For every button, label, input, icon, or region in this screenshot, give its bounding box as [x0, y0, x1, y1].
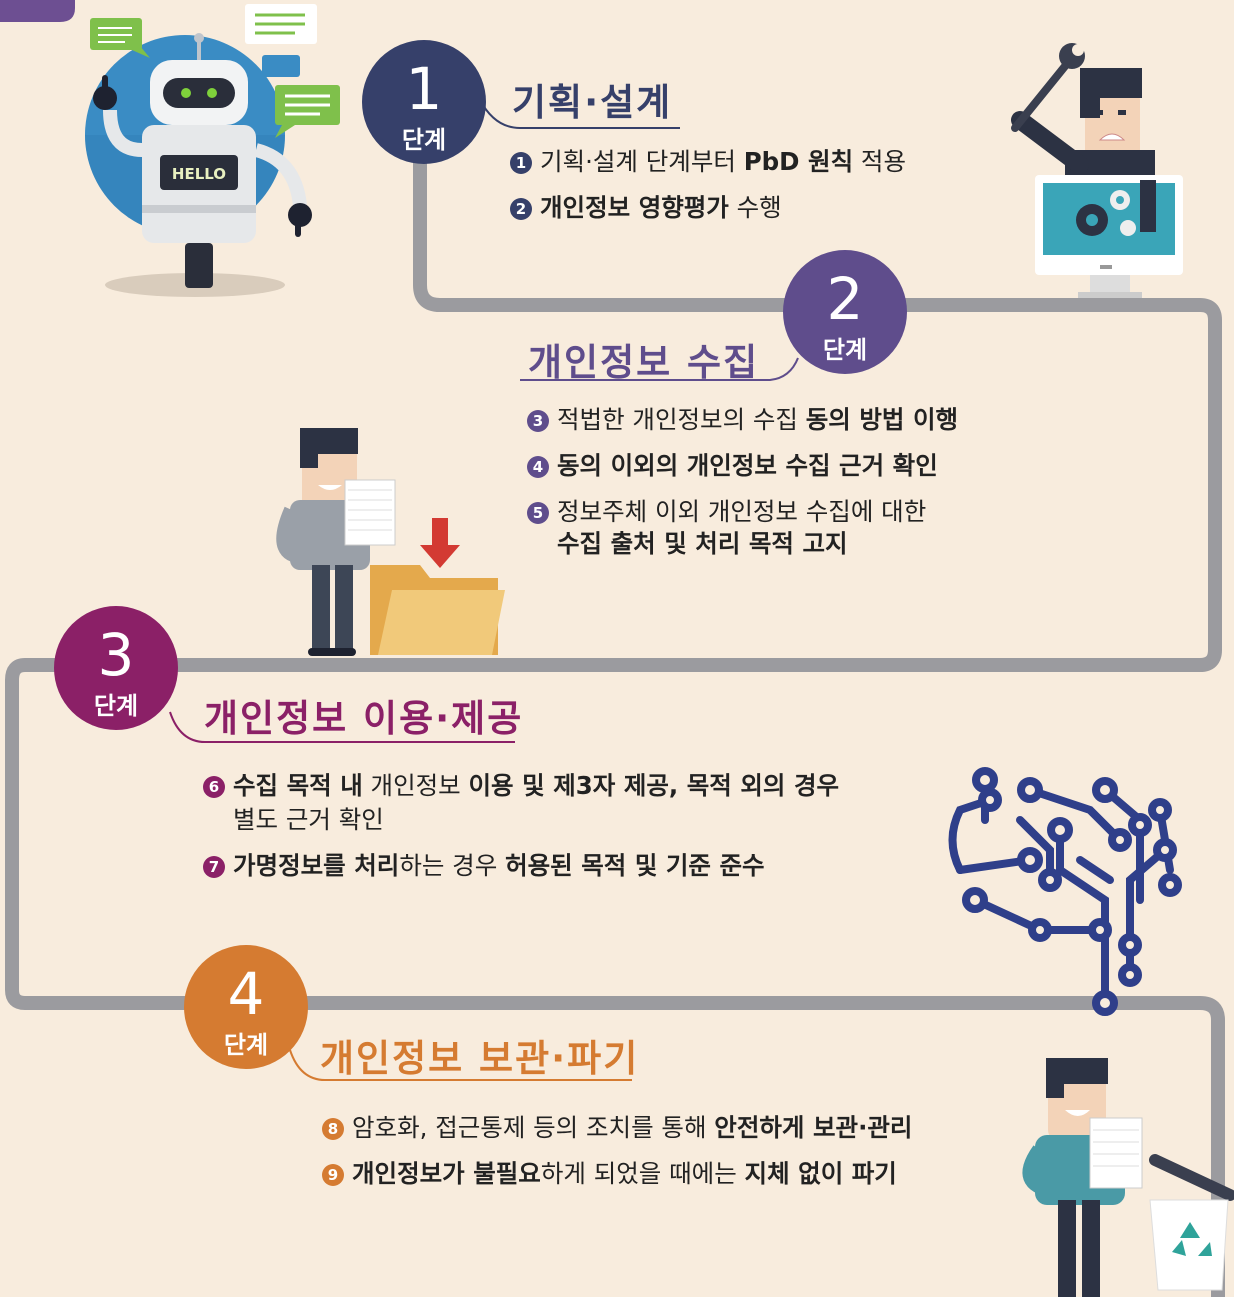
item-number-bullet: 4 [527, 456, 549, 478]
item-text-bold: 수집 출처 및 처리 목적 고지 [557, 529, 848, 558]
hello-sign: HELLO [172, 165, 226, 183]
engineer-illustration [1011, 43, 1183, 298]
stage-1-item-2: 2 개인정보 영향평가 수행 [510, 190, 782, 226]
stage-4-item-9: 9 개인정보가 불필요하게 되었을 때에는 지체 없이 파기 [322, 1156, 897, 1192]
stage-3-title: 개인정보 이용·제공 [204, 697, 524, 740]
item-text-bold: 안전하게 보관·관리 [714, 1113, 913, 1142]
item-text: 수행 [728, 193, 782, 222]
stage-3-item-6: 6 수집 목적 내 개인정보 이용 및 제3자 제공, 목적 외의 경우 [203, 768, 839, 804]
stage-3-label: 단계 [93, 692, 139, 720]
item-text: 기획·설계 단계부터 [540, 147, 744, 176]
item-number-bullet: 3 [527, 410, 549, 432]
item-text: 개인정보 [362, 771, 469, 800]
item-text: 적용 [853, 147, 907, 176]
item-text-bold: 허용된 목적 및 기준 준수 [505, 851, 765, 880]
stage-1-number: 1 [405, 55, 443, 123]
stage-2-item-5-cont: 수집 출처 및 처리 목적 고지 [527, 526, 848, 562]
item-number-bullet: 9 [322, 1164, 344, 1186]
item-text: 정보주체 이외 개인정보 수집에 대한 [557, 497, 927, 526]
item-number-bullet [527, 528, 549, 550]
item-text-bold: 동의 방법 이행 [805, 405, 959, 434]
item-number-bullet: 6 [203, 776, 225, 798]
item-number-bullet [203, 804, 225, 826]
stage-3-item-6-cont: 별도 근거 확인 [203, 802, 384, 838]
item-text: 암호화, 접근통제 등의 조치를 통해 [352, 1113, 715, 1142]
stage-4-number: 4 [227, 960, 265, 1028]
stage-4-label: 단계 [223, 1031, 269, 1059]
item-text-bold: 수집 목적 내 [233, 771, 363, 800]
stage-1-item-1: 1 기획·설계 단계부터 PbD 원칙 적용 [510, 144, 906, 180]
stage-2-item-3: 3 적법한 개인정보의 수집 동의 방법 이행 [527, 402, 958, 438]
item-number-bullet: 8 [322, 1118, 344, 1140]
item-number-bullet: 5 [527, 502, 549, 524]
stage-2-number: 2 [826, 265, 864, 333]
title-underline-3 [169, 711, 515, 743]
stage-4-title: 개인정보 보관·파기 [320, 1037, 640, 1080]
stage-1-label: 단계 [401, 126, 447, 154]
stage-2-badge: 2 단계 [783, 250, 907, 374]
folder-man-illustration [276, 428, 505, 656]
item-number-bullet: 1 [510, 152, 532, 174]
item-text-bold: 개인정보가 불필요 [352, 1159, 541, 1188]
title-underline-2 [520, 357, 799, 381]
process-path [5, 143, 1225, 1297]
item-number-bullet: 2 [510, 198, 532, 220]
item-text-bold: 개인정보 영향평가 [540, 193, 729, 222]
stage-4-badge: 4 단계 [184, 945, 308, 1069]
stage-4-item-8: 8 암호화, 접근통제 등의 조치를 통해 안전하게 보관·관리 [322, 1110, 912, 1146]
title-underline-4 [289, 1049, 632, 1081]
stage-2-item-4: 4 동의 이외의 개인정보 수집 근거 확인 [527, 448, 938, 484]
item-text: 하게 되었을 때에는 [540, 1159, 745, 1188]
stage-2-item-5: 5 정보주체 이외 개인정보 수집에 대한 [527, 494, 926, 530]
robot-illustration: HELLO [85, 4, 340, 297]
item-text: 별도 근거 확인 [233, 805, 384, 834]
disposal-man-illustration [1022, 1058, 1234, 1297]
stage-3-number: 3 [97, 621, 135, 689]
circuit-brain-illustration [948, 767, 1182, 1016]
item-text-bold: 가명정보를 처리 [233, 851, 400, 880]
item-text-bold: 동의 이외의 개인정보 수집 근거 확인 [557, 451, 938, 480]
item-text-bold: 이용 및 제3자 제공, 목적 외의 경우 [468, 771, 840, 800]
item-text: 적법한 개인정보의 수집 [557, 405, 806, 434]
item-text-bold: 지체 없이 파기 [744, 1159, 897, 1188]
stage-2-label: 단계 [822, 336, 868, 364]
corner-tab [0, 0, 75, 22]
stage-1-badge: 1 단계 [362, 40, 486, 164]
item-text: 하는 경우 [399, 851, 506, 880]
item-text-bold: PbD 원칙 [743, 147, 854, 176]
item-number-bullet: 7 [203, 856, 225, 878]
stage-3-item-7: 7 가명정보를 처리하는 경우 허용된 목적 및 기준 준수 [203, 848, 765, 884]
stage-2-title: 개인정보 수집 [528, 341, 760, 384]
stage-3-badge: 3 단계 [54, 606, 178, 730]
stage-1-title: 기획·설계 [512, 81, 673, 124]
